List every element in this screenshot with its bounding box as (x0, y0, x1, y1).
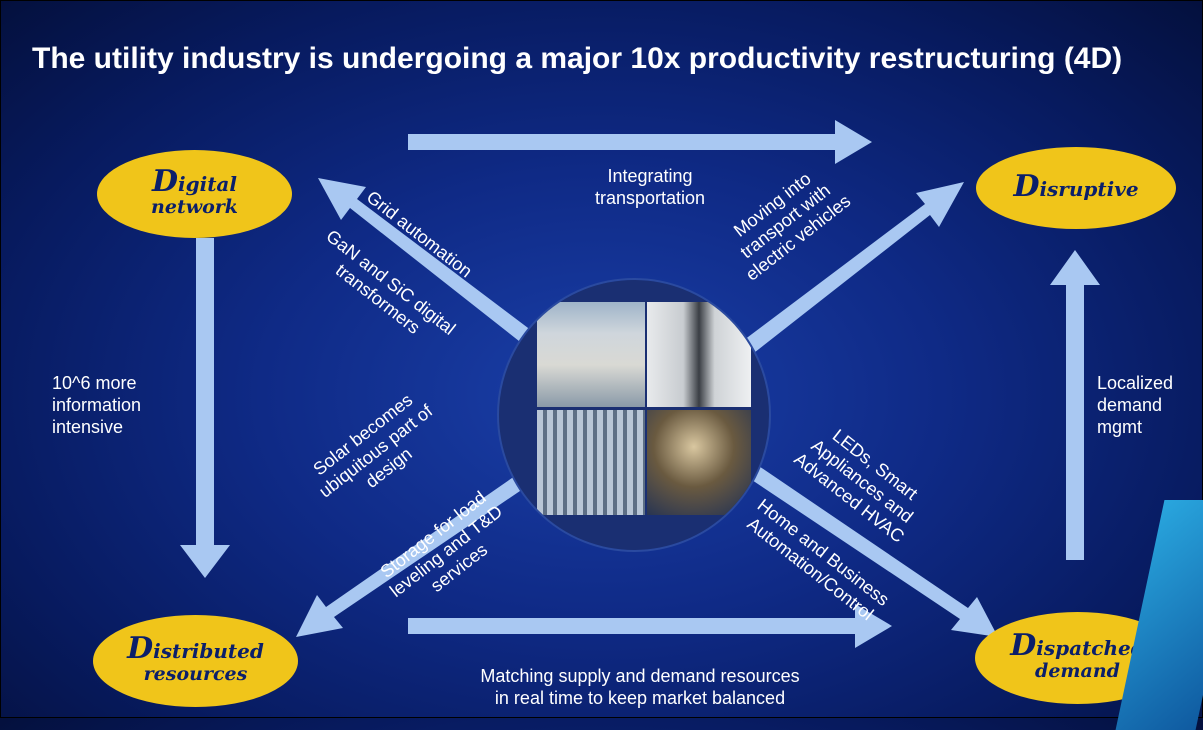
label-bottom-line1: Matching supply and demand resources (480, 666, 800, 686)
node-dispatched-rest: ispatched (1036, 636, 1145, 660)
node-distributed-resources: Distributed resources (93, 615, 298, 707)
node-distributed-initial: D (127, 631, 154, 666)
label-top-line1: Integrating (607, 166, 693, 186)
arrow-diag-ne (740, 182, 964, 356)
node-disruptive-rest: isruptive (1039, 177, 1139, 201)
label-left-line3: intensive (52, 417, 124, 437)
label-right-line3: mgmt (1097, 417, 1142, 437)
arrow-left-down (180, 238, 230, 578)
label-left: 10^6 more information intensive (52, 372, 141, 438)
substation-photo (537, 302, 645, 407)
label-right: Localized demand mgmt (1097, 372, 1173, 438)
node-disruptive-initial: D (1013, 169, 1040, 204)
arrow-right-up (1050, 250, 1100, 560)
arrow-diag-sw (296, 460, 548, 637)
node-distributed-line2: resources (143, 663, 248, 685)
node-disruptive: Disruptive (976, 147, 1176, 229)
node-dispatched-initial: D (1010, 628, 1037, 663)
ev-charger-photo (647, 302, 751, 407)
label-top: Integrating transportation (565, 165, 735, 209)
center-photo-disc (497, 278, 771, 552)
node-digital-network: Digital network (97, 150, 292, 238)
node-digital-line2: network (151, 196, 238, 218)
node-dispatched-line2: demand (1035, 660, 1120, 682)
arrow-diag-nw (318, 178, 548, 356)
solar-field-photo (537, 410, 645, 515)
node-digital-initial: D (152, 164, 179, 199)
arrow-diag-se (740, 460, 998, 637)
slide-title: The utility industry is undergoing a maj… (32, 42, 1123, 75)
label-bottom-line2: in real time to keep market balanced (494, 688, 786, 708)
arrow-top (408, 120, 872, 164)
label-right-line2: demand (1097, 395, 1163, 415)
arrow-bottom (408, 604, 892, 648)
label-left-line2: information (52, 395, 142, 415)
label-right-line1: Localized (1097, 373, 1174, 393)
label-top-line2: transportation (594, 188, 706, 208)
node-distributed-rest: istributed (153, 639, 264, 663)
node-digital-rest: igital (178, 172, 237, 196)
control-room-photo (647, 410, 751, 515)
label-bottom: Matching supply and demand resources in … (405, 665, 875, 709)
label-left-line1: 10^6 more (52, 373, 137, 393)
